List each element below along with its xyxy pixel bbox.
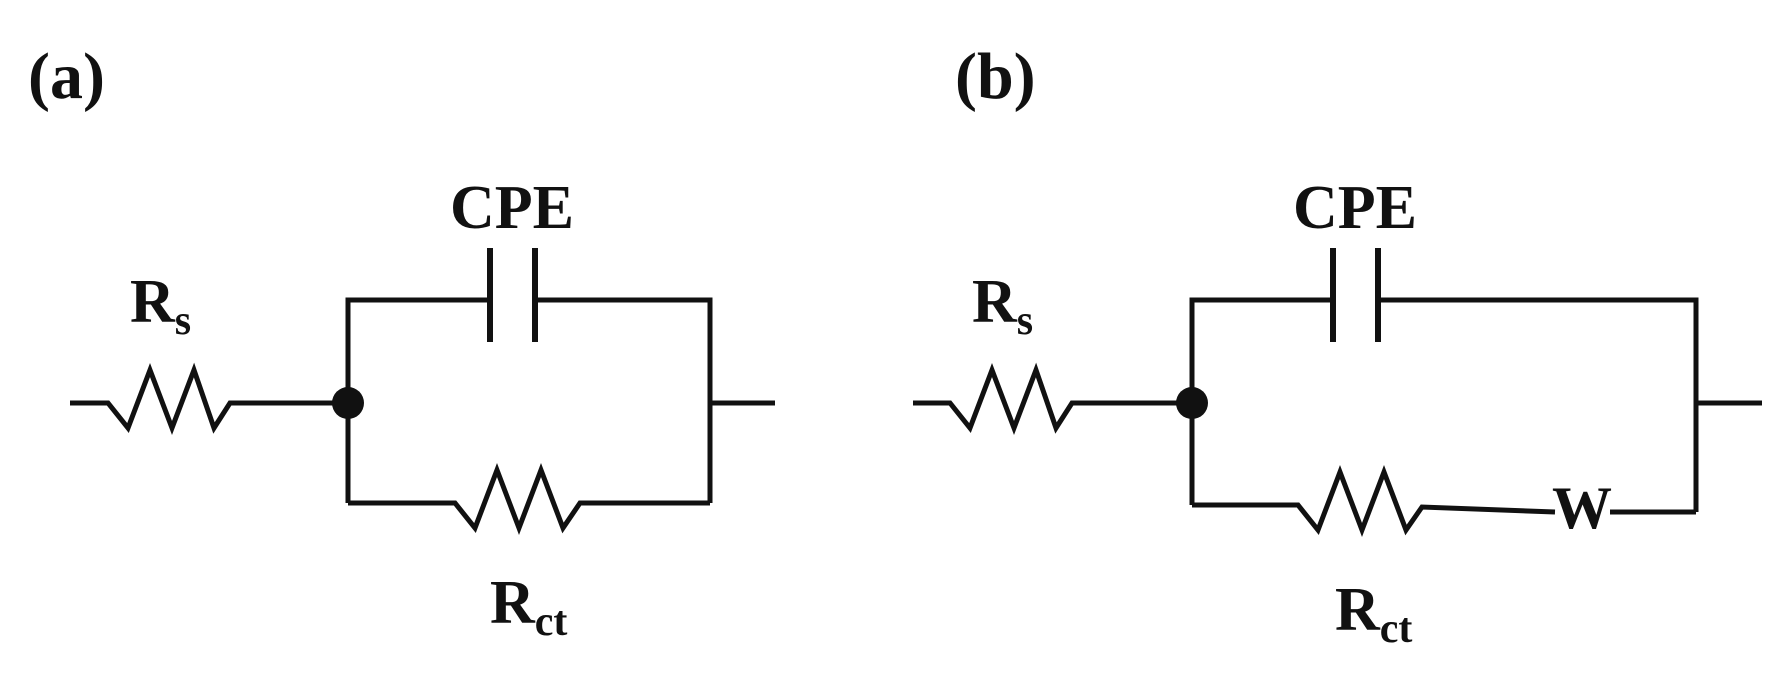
panel-label-b: (b)	[955, 40, 1036, 113]
rct-label-main-b: R	[1335, 576, 1381, 644]
rs-label-sub-a: s	[175, 298, 191, 344]
cpe-right-wire-b	[1378, 297, 1699, 512]
rs-label-b: Rs	[972, 268, 1033, 344]
rct-label-sub-a: ct	[535, 599, 568, 645]
resistor-rct-a	[348, 462, 710, 536]
resistor-rs-b	[913, 362, 1192, 436]
circuit-panel-a: (a) Rs CPE Rct	[28, 40, 775, 645]
circuit-panel-b: (b) Rs CPE W Rct	[913, 40, 1762, 652]
panel-label-a: (a)	[28, 40, 105, 113]
resistor-rct-b	[1192, 464, 1556, 538]
rct-label-b: Rct	[1335, 576, 1412, 652]
rct-label-sub-b: ct	[1380, 606, 1413, 652]
warburg-label-b: W	[1552, 475, 1612, 541]
cpe-label-a: CPE	[450, 174, 574, 242]
parallel-left-wire-b	[1189, 297, 1333, 505]
rs-label-main-b: R	[972, 268, 1018, 336]
rs-label-a: Rs	[130, 268, 191, 344]
resistor-rs-a	[70, 362, 348, 436]
cpe-label-b: CPE	[1293, 174, 1417, 242]
rct-label-a: Rct	[490, 569, 567, 645]
rs-label-sub-b: s	[1017, 298, 1033, 344]
rs-label-main-a: R	[130, 268, 176, 336]
cpe-right-wire-a	[535, 297, 713, 503]
parallel-left-wire-a	[345, 297, 490, 503]
rct-label-main-a: R	[490, 569, 536, 637]
